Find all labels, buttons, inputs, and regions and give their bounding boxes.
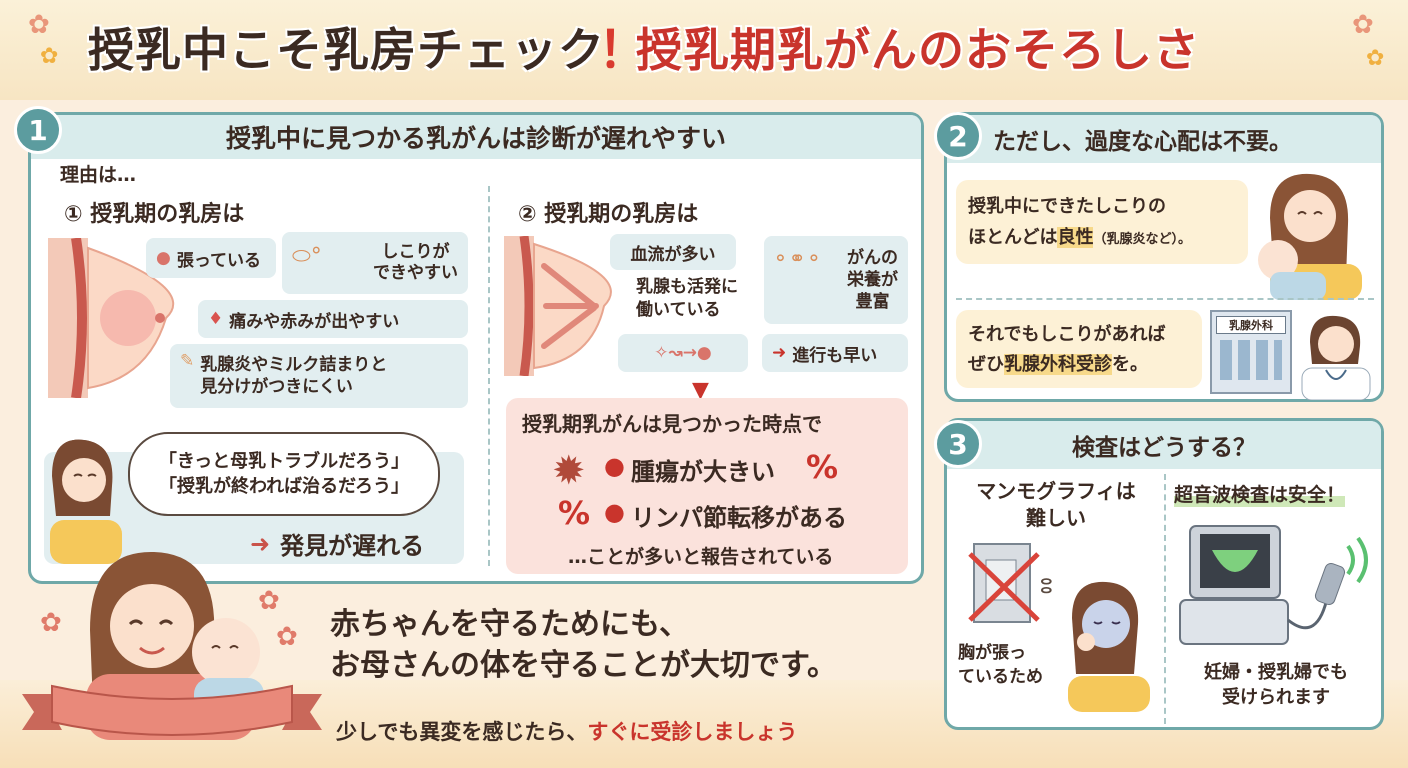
percent-icon: % [558, 494, 591, 532]
column-divider [488, 186, 490, 566]
right-heading: ② 授乳期の乳房は [518, 202, 699, 227]
chip-lump: しこりが できやすい [282, 232, 468, 294]
page-subtitle: 授乳期乳がんのおそろしさ [636, 23, 1200, 77]
flower-icon: ✿ [276, 622, 298, 652]
flower-icon: ✿ [28, 10, 50, 40]
flower-icon: ✿ [40, 608, 62, 638]
ribbon-banner [22, 676, 322, 740]
left-heading: ① 授乳期の乳房は [64, 202, 245, 227]
cell-flow-icon: ✧↝→● [618, 334, 748, 372]
active-gland-text: 乳腺も活発に 働いている [636, 277, 738, 320]
molecule-icon: ⚬⚭⚬ [772, 246, 823, 270]
lump-icon: ● [156, 248, 171, 268]
mammo-title: マンモグラフィは 難しい [976, 479, 1136, 530]
doctor-illustration [1296, 312, 1374, 400]
section3-heading: 検査はどうする？ [1072, 435, 1256, 461]
breast-illustration [48, 238, 178, 398]
section2-number: 2 [934, 112, 982, 160]
mother-baby-illustration [1250, 168, 1362, 300]
pained-woman-illustration [1060, 578, 1150, 712]
hospital-sign: 乳腺外科 [1216, 316, 1286, 334]
delay-result: ➜発見が遅れる [250, 529, 425, 561]
section3-divider [1164, 474, 1166, 724]
worried-mother-overlay [44, 436, 122, 564]
flower-icon: ✿ [258, 586, 280, 616]
ultrasound-machine-illustration [1178, 524, 1374, 650]
breast-duct-illustration [504, 236, 614, 376]
report-text: …ことが多いと報告されている [568, 546, 834, 568]
percent-icon: % [806, 448, 839, 486]
benign-bubble: 授乳中にできたしこりの ほとんどは良性（乳腺炎など）。 [956, 180, 1248, 264]
header-band [0, 0, 1408, 100]
reason-label: 理由は… [60, 164, 137, 186]
flower-icon: ✿ [1366, 46, 1385, 71]
arrow-down-icon: ▼ [692, 378, 709, 403]
page-title: 授乳中こそ乳房チェック [88, 23, 605, 77]
point-tumor: ●腫瘍が大きい [604, 452, 775, 486]
flame-icon: ♦ [208, 309, 224, 329]
lump-icon: ⬭° [292, 244, 322, 269]
pain-squiggle-icon: ⵓ [1040, 574, 1053, 598]
hospital-building: 乳腺外科 [1210, 310, 1292, 394]
conclusion-heading: 授乳期乳がんは見つかった時点で [522, 412, 822, 436]
surgery-bubble: それでもしこりがあれば ぜひ乳腺外科受診を。 [956, 310, 1202, 388]
point-lymph: ●リンパ節転移がある [604, 498, 847, 532]
mammography-crossed-illustration [966, 540, 1046, 626]
mammo-reason: 胸が張っ ているため [958, 643, 1043, 687]
exclamation-mark: ！ [598, 21, 648, 79]
section3-number: 3 [934, 420, 982, 468]
chip-pain: ♦痛みや赤みが出やすい [198, 300, 468, 338]
chip-blood-flow: 血流が多い [610, 234, 736, 270]
tumor-icon: ✹ [552, 448, 586, 494]
section1-number: 1 [14, 106, 62, 154]
bone-icon: ✎ [180, 351, 195, 371]
chip-swollen: ●張っている [146, 238, 276, 278]
footer-sub: 少しでも異変を感じたら、すぐに受診しましょう [336, 720, 798, 744]
section2-heading: ただし、過度な心配は不要。 [993, 129, 1292, 155]
echo-title: 超音波検査は安全！ [1174, 480, 1346, 507]
echo-note: 妊婦・授乳婦でも 受けられます [1204, 662, 1348, 709]
arrow-right-icon: ➜ [772, 343, 787, 363]
thought-bubble: 「きっと母乳トラブルだろう」 「授乳が終われば治るだろう」 [128, 432, 440, 516]
footer-main: 赤ちゃんを守るためにも、 お母さんの体を守ることが大切です。 [330, 607, 837, 684]
conclusion-box [506, 398, 908, 574]
section1-heading: 授乳中に見つかる乳がんは診断が遅れやすい [225, 124, 726, 153]
arrow-right-icon: ➜ [250, 529, 271, 558]
section2-divider [956, 298, 1374, 300]
chip-mastitis: ✎乳腺炎やミルク詰まりと 見分けがつきにくい [170, 344, 468, 408]
chip-progress: ➜進行も早い [762, 334, 908, 372]
chip-nutrition: がんの 栄養が 豊富 [764, 236, 908, 324]
flower-icon: ✿ [1352, 10, 1374, 40]
flower-icon: ✿ [40, 44, 59, 69]
